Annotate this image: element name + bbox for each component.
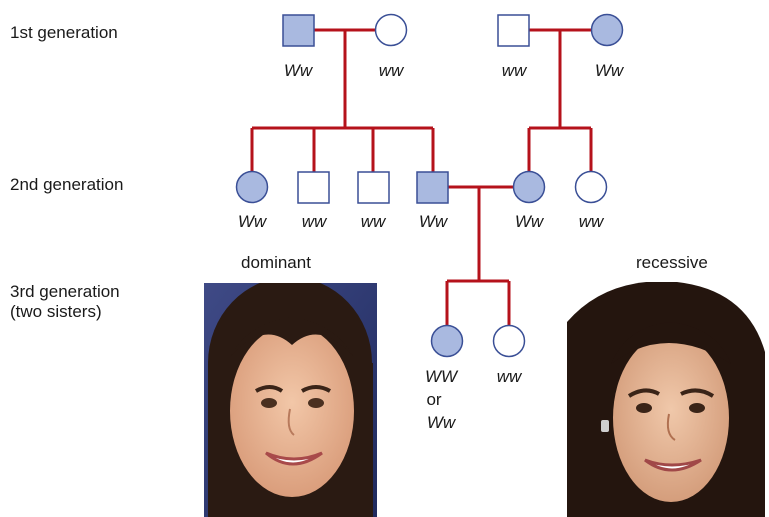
gen2-label: 2nd generation [10, 175, 124, 194]
genotype-gen1-left-male: Ww [284, 61, 314, 80]
gen3-label: 3rd generation (two sisters) [10, 282, 120, 322]
genotype-gen2-male-2: ww [302, 212, 328, 231]
recessive-trait-photo [567, 282, 765, 517]
gen3-female-affected-symbol [430, 324, 464, 358]
genotype-gen2-female-1: Ww [238, 212, 268, 231]
gen1-label: 1st generation [10, 23, 118, 42]
pedigree-lines [250, 28, 593, 327]
gen2-male-2-unaffected-symbol [297, 171, 330, 204]
genotype-gen2-female-6: ww [579, 212, 605, 231]
gen3-label-line2: (two sisters) [10, 302, 102, 321]
genotype-gen2-male-4: Ww [419, 212, 449, 231]
gen1-left-male-affected-symbol [282, 14, 315, 47]
gen2-female-6-unaffected-symbol [574, 170, 608, 204]
recessive-caption: recessive [636, 253, 708, 272]
genotype-gen3-female-unaffected: ww [497, 367, 523, 386]
genotype-gen3-affected-line3: Ww [427, 413, 457, 432]
dominant-trait-photo [204, 283, 377, 517]
gen1-right-male-unaffected-symbol [497, 14, 530, 47]
gen3-label-line1: 3rd generation [10, 282, 120, 301]
gen1-right-female-affected-symbol [590, 13, 624, 47]
genotype-gen3-affected-line1: WW [425, 367, 459, 386]
gen2-female-5-affected-symbol [512, 170, 546, 204]
gen2-female-1-affected-symbol [235, 170, 269, 204]
gen2-male-4-affected-symbol [416, 171, 449, 204]
gen2-male-3-unaffected-symbol [357, 171, 390, 204]
genotype-gen2-female-5: Ww [515, 212, 545, 231]
genotype-gen2-male-3: ww [361, 212, 387, 231]
genotype-gen1-left-female: ww [379, 61, 405, 80]
genotype-gen1-right-female: Ww [595, 61, 625, 80]
gen1-left-female-unaffected-symbol [374, 13, 408, 47]
genotype-gen1-right-male: ww [502, 61, 528, 80]
gen3-female-unaffected-symbol [492, 324, 526, 358]
dominant-caption: dominant [241, 253, 311, 272]
genotype-gen3-affected-or: or [426, 390, 441, 409]
